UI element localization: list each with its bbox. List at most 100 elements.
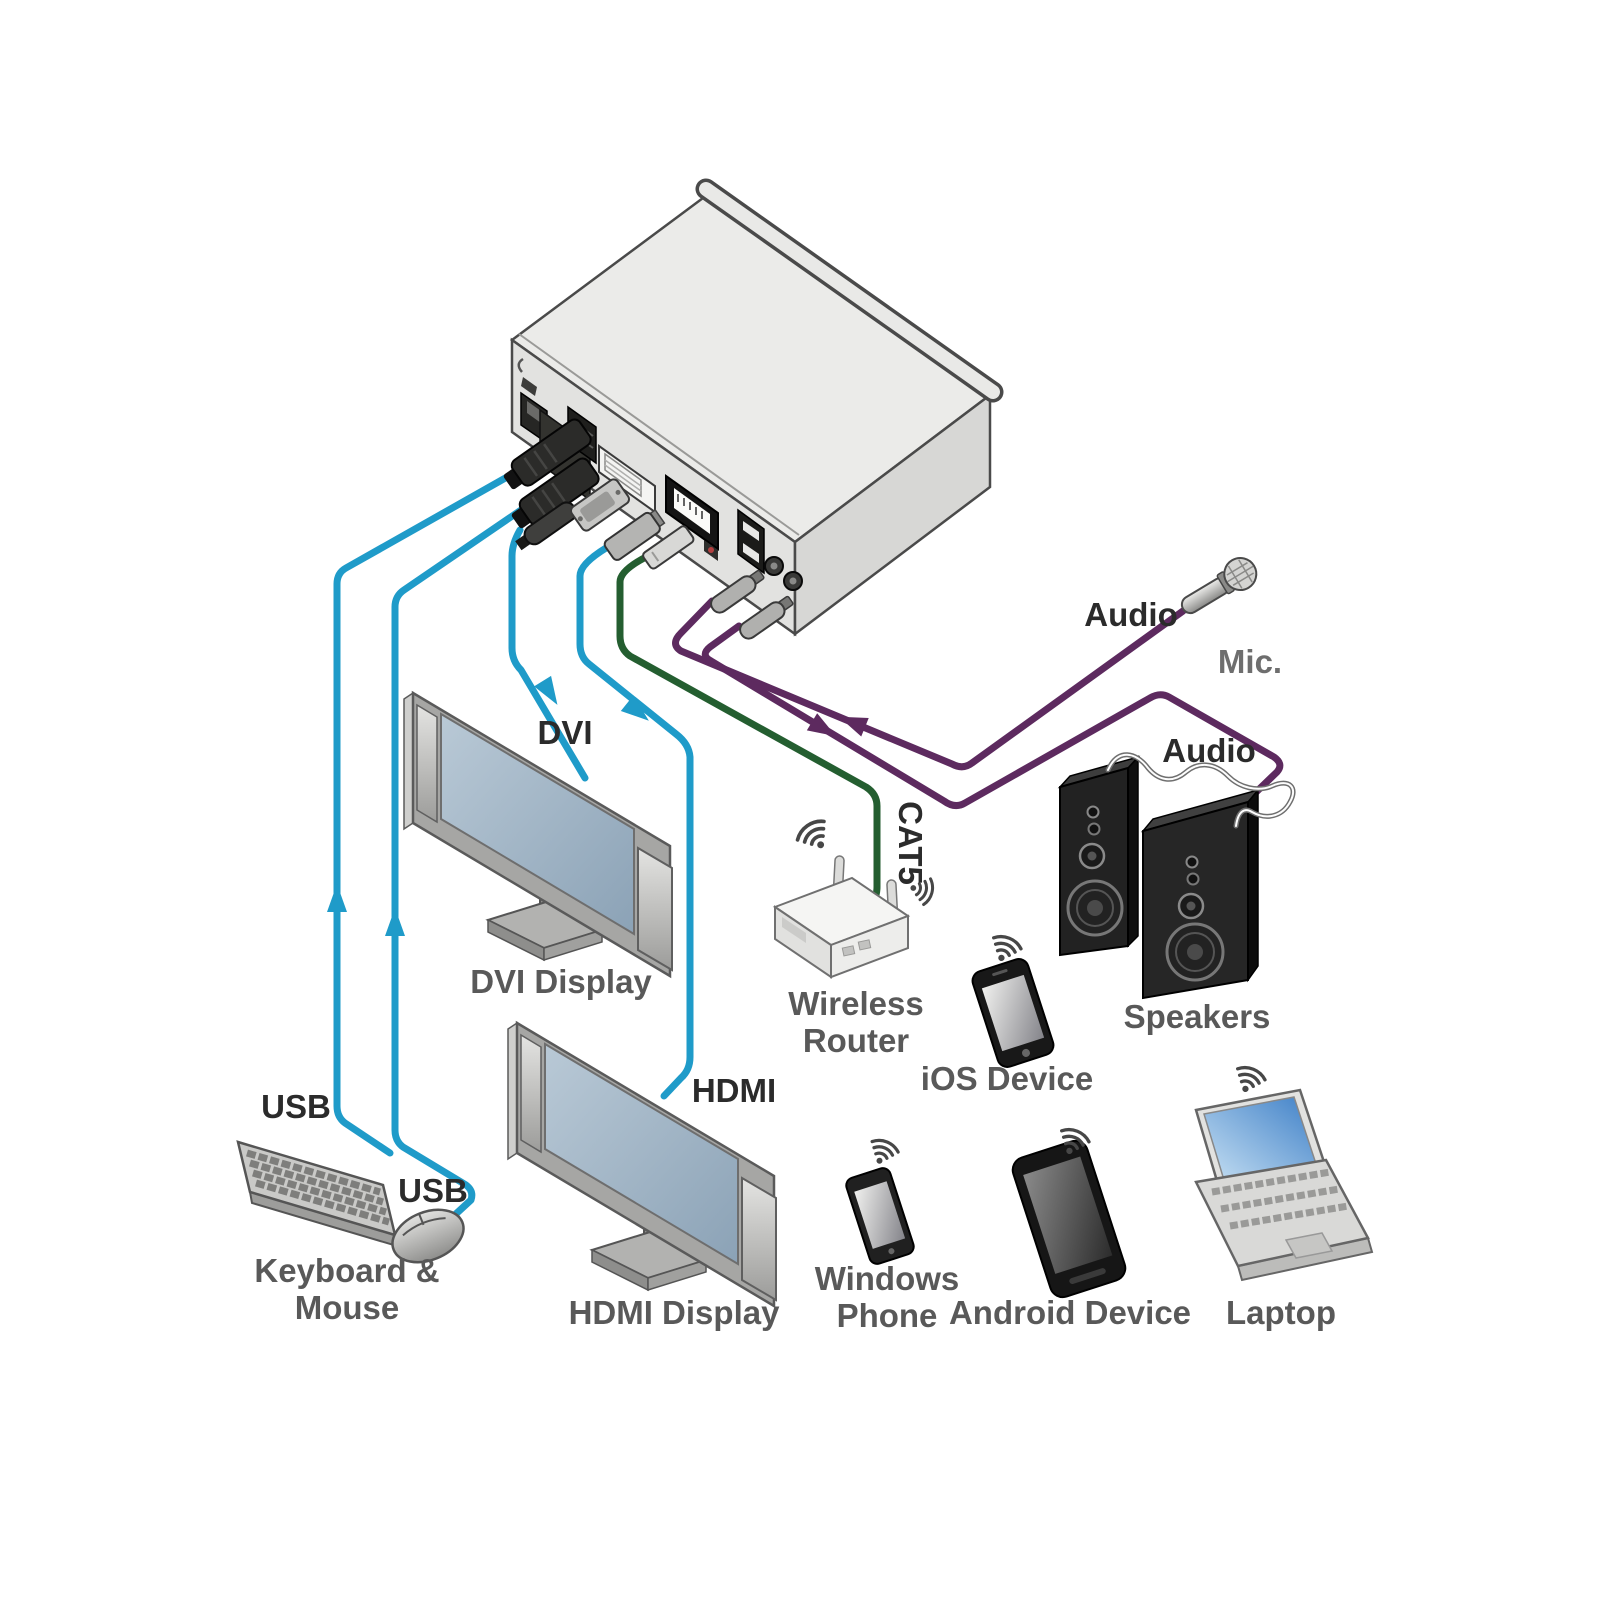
laptop [1194,1088,1374,1282]
hdmi-display-screen [544,1042,739,1266]
label-keyboard-mouse: Keyboard &Mouse [254,1252,439,1326]
label-ios-device: iOS Device [920,1060,1094,1097]
speakers [1057,752,1296,1000]
usb-cable-mouse [391,504,528,1227]
audio-plug-mic [710,569,765,614]
android-screen [1023,1156,1113,1274]
rj45-port-inner [674,488,710,534]
hdmi-cable-plug [603,508,666,561]
audio-cable-speakers [701,622,1284,810]
speaker-wire-highlight [1107,753,1295,827]
cable-label-hdmi: HDMI [691,1072,777,1109]
wifi-icon-router [792,814,838,859]
dvi-port-pin-rows [604,459,642,492]
microphone-icon [1180,557,1258,615]
tweeter-2 [1186,872,1200,886]
label-mic: Mic. [1217,643,1283,680]
status-led [708,547,714,553]
usb-cable-keyboard [333,468,520,1157]
wifi-icon-laptop [1228,1062,1269,1100]
power-cord [517,357,524,373]
label-laptop: Laptop [1226,1294,1336,1331]
arrow-hub-to-speakers [806,713,837,737]
dvi-port-pins [604,452,642,498]
ios-home-button [1021,1048,1030,1057]
ios-device [971,958,1055,1068]
power-plug [521,377,537,396]
label-windows-phone-line1: Windows [814,1260,960,1297]
label-wireless-router-line1: Wireless [788,985,924,1022]
label-keyboard-mouse-line1: Keyboard & [254,1252,440,1289]
tweeter [1185,855,1199,869]
windows-phone [845,1167,915,1265]
mid-driver-cap [1087,851,1097,861]
cable-label-audio-speakers: Audio [1162,732,1256,769]
audio-plug-speakers [739,595,794,640]
laptop-keys [1211,1168,1349,1230]
cable-arrows [327,675,869,936]
label-keyboard-mouse-line2: Mouse [294,1289,400,1326]
hub-handle [699,182,1000,399]
power-port-slot [527,401,541,423]
hdmi-display [507,1020,777,1309]
windows-phone-screen [854,1181,906,1249]
tweeter [1086,805,1100,819]
arrow-mic-into-hub [839,716,869,737]
audio-cable-mic [672,597,1187,771]
woofer-ring [1076,889,1114,927]
cable-label-audio-mic: Audio [1084,596,1178,633]
windows-phone-button [888,1248,895,1255]
ios-screen [981,974,1045,1052]
hdmi-cable [576,544,694,1100]
label-hdmi-display: HDMI Display [568,1294,780,1331]
arrow-up-keyboard-usb [327,884,347,912]
cat5-plug [642,525,695,570]
cable-label-cat5: CAT5 [892,801,929,885]
dvi-display-left-speaker-strip [416,703,438,824]
router-port-1 [841,945,856,957]
speaker-left [1057,755,1141,957]
mic-mesh [1226,559,1255,589]
mouse [391,1208,465,1264]
cables [333,468,1284,1227]
hdmi-display-stand-side [647,1258,707,1292]
woofer-cap [1187,944,1203,960]
label-speakers: Speakers [1123,998,1271,1035]
usb-plug-keyboard [503,418,592,490]
label-android-device: Android Device [948,1294,1192,1331]
laptop-touchpad [1284,1232,1334,1259]
android-chin [1069,1268,1106,1285]
router-vent [782,917,806,943]
label-wireless-router-line2: Router [802,1022,910,1059]
wireless-router [772,855,911,979]
cable-label-usb-mouse: USB [398,1172,468,1209]
android-device [1011,1139,1127,1299]
dvi-display-side-edge [403,691,414,831]
audio-jack-2-hole [789,577,797,585]
label-dvi-display: DVI Display [470,963,652,1000]
usb-a-slot-1 [743,521,759,541]
router-port-2 [857,939,872,951]
mouse-button-split [418,1214,425,1226]
hdmi-display-right-speaker-strip [741,1176,777,1302]
vga-plug [569,478,631,532]
speaker-right [1140,787,1261,1000]
arrow-into-dvi-display [534,675,558,705]
arrow-up-mouse-usb [385,908,405,936]
dvi-display [403,690,673,979]
wifi-icon-windows-phone [863,1135,902,1171]
audio-jack-1-hole [770,562,778,570]
hdmi-display-left-speaker-strip [520,1033,542,1154]
dvi-display-stand-side [543,928,603,962]
label-windows-phone-line2: Phone [836,1297,938,1334]
woofer-cap [1087,900,1103,916]
cable-label-dvi: DVI [537,714,593,751]
mid-driver-cap [1186,901,1196,911]
hub-right-face [793,392,992,637]
rj45-pins [677,494,703,519]
dvi-display-right-speaker-strip [637,846,673,972]
